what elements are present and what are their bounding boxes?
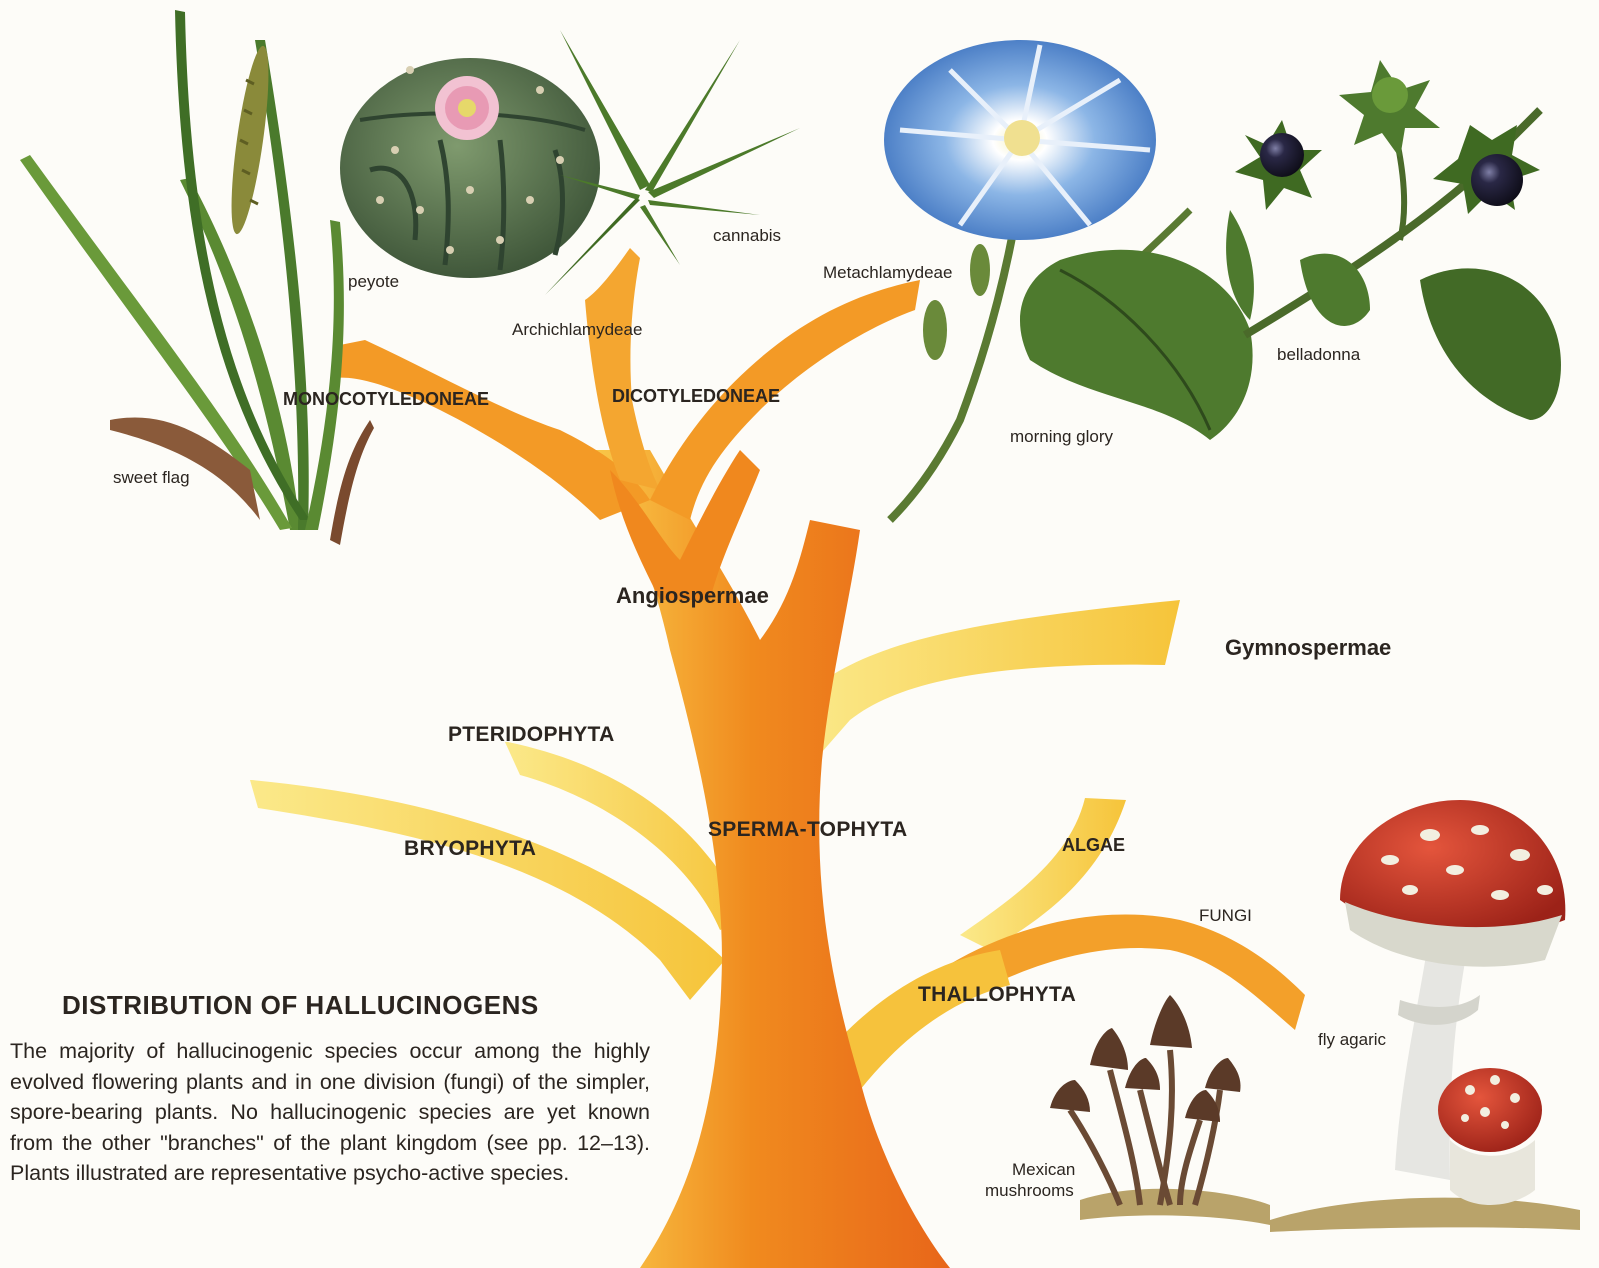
label-thallophyta: THALLOPHYTA — [918, 983, 1076, 1007]
label-cannabis: cannabis — [713, 226, 781, 246]
label-archichlamydeae: Archichlamydeae — [512, 320, 642, 340]
peyote-illustration — [340, 58, 600, 278]
label-sweet-flag: sweet flag — [113, 468, 190, 488]
belladonna-illustration — [1226, 60, 1561, 420]
label-morning-glory: morning glory — [1010, 427, 1113, 447]
label-metachlamydeae: Metachlamydeae — [823, 263, 952, 283]
label-peyote: peyote — [348, 272, 399, 292]
caption-text: The majority of hallucinogenic species o… — [10, 1036, 650, 1189]
label-mexican: Mexican — [1012, 1160, 1075, 1180]
label-spermatophyta: SPERMA-TOPHYTA — [708, 818, 907, 842]
label-mushrooms: mushrooms — [985, 1181, 1074, 1201]
label-pteridophyta: PTERIDOPHYTA — [448, 723, 615, 747]
sweet-flag-illustration — [20, 10, 374, 545]
label-monocotyledoneae: MONOCOTYLEDONEAE — [283, 389, 489, 410]
label-fungi: FUNGI — [1199, 906, 1252, 926]
label-fly-agaric: fly agaric — [1318, 1030, 1386, 1050]
page-title: DISTRIBUTION OF HALLUCINOGENS — [62, 990, 539, 1021]
label-bryophyta: BRYOPHYTA — [404, 837, 536, 861]
label-gymnospermae: Gymnospermae — [1225, 635, 1391, 661]
label-angiospermae: Angiospermae — [616, 583, 769, 609]
label-algae: ALGAE — [1062, 835, 1125, 856]
label-belladonna: belladonna — [1277, 345, 1360, 365]
fly-agaric-illustration — [1270, 800, 1580, 1232]
gymnospermae-branch — [800, 600, 1180, 760]
mexican-mushrooms-illustration — [1050, 995, 1270, 1225]
label-dicotyledoneae: DICOTYLEDONEAE — [612, 386, 780, 407]
